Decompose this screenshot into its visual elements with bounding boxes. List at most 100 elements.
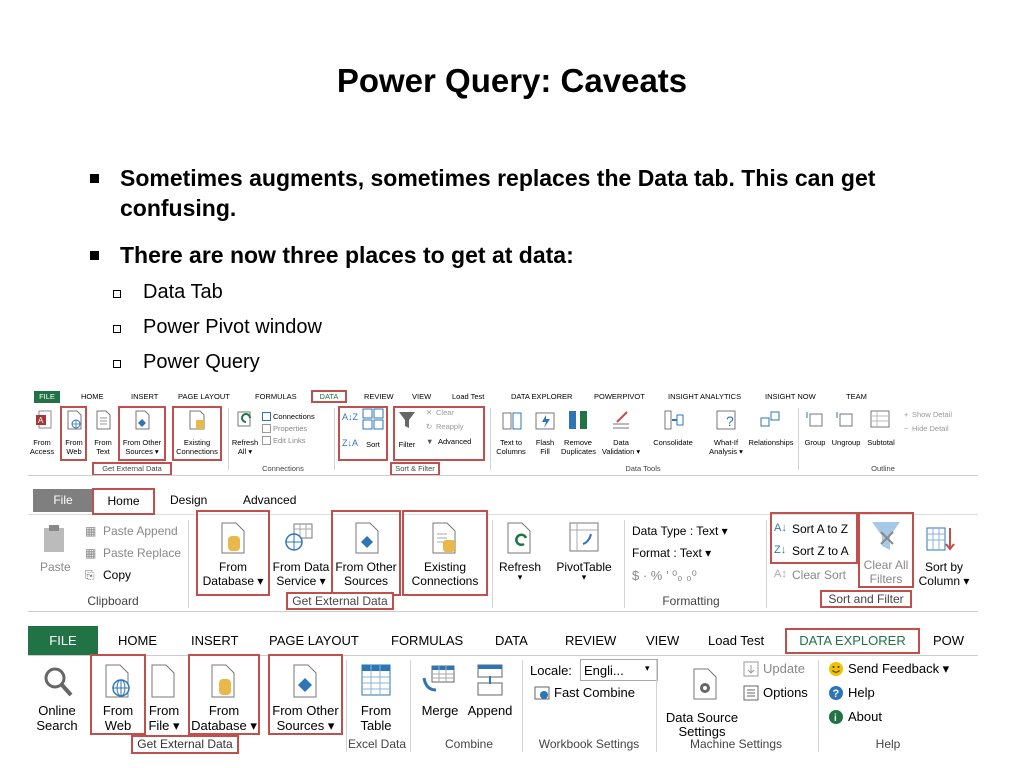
from-other-sources-label-2[interactable]: Sources: [343, 574, 389, 588]
show-detail-button[interactable]: Show Detail: [912, 410, 953, 419]
flash-fill-label-1[interactable]: Flash: [535, 438, 555, 447]
filter-button[interactable]: Filter: [398, 440, 416, 449]
tab-data[interactable]: DATA: [495, 633, 528, 648]
tab-page-layout[interactable]: PAGE LAYOUT: [178, 392, 230, 401]
tab-data[interactable]: DATA: [311, 390, 347, 403]
tab-file[interactable]: FILE: [34, 391, 60, 403]
from-file-label-2[interactable]: File ▾: [148, 718, 180, 733]
tab-load-test[interactable]: Load Test: [452, 392, 485, 401]
from-database-label-1[interactable]: From: [219, 560, 247, 574]
sort-za-icon[interactable]: Z↓A: [342, 438, 359, 448]
tab-view[interactable]: VIEW: [412, 392, 432, 401]
from-table-label-2[interactable]: Table: [360, 718, 392, 733]
hide-detail-button[interactable]: Hide Detail: [912, 424, 949, 433]
from-web-label-1[interactable]: From: [65, 438, 83, 447]
relationships-button[interactable]: Relationships: [748, 438, 794, 447]
tab-design[interactable]: Design: [170, 493, 208, 507]
from-access-label-2[interactable]: Access: [29, 447, 55, 456]
from-table-label-1[interactable]: From: [360, 703, 392, 718]
sort-by-column-label-1[interactable]: Sort by: [924, 560, 963, 574]
tab-review[interactable]: REVIEW: [364, 392, 394, 401]
ungroup-button[interactable]: Ungroup: [831, 438, 861, 447]
tab-view[interactable]: VIEW: [646, 633, 680, 648]
sort-az-icon[interactable]: A↓Z: [342, 412, 359, 422]
from-other-sources-label-1[interactable]: From Other: [272, 703, 339, 718]
properties-button[interactable]: Properties: [273, 424, 308, 433]
from-file-label-1[interactable]: From: [148, 703, 180, 718]
tab-load-test[interactable]: Load Test: [708, 633, 765, 648]
clear-button[interactable]: Clear: [436, 408, 454, 417]
tab-review[interactable]: REVIEW: [565, 633, 617, 648]
fast-combine-button[interactable]: Fast Combine: [554, 685, 635, 700]
what-if-analysis-label-2[interactable]: Analysis ▾: [709, 447, 743, 456]
group-button[interactable]: Group: [804, 438, 826, 447]
paste-button[interactable]: Paste: [40, 560, 71, 574]
tab-file[interactable]: File: [33, 489, 93, 512]
reapply-button[interactable]: Reapply: [436, 422, 464, 431]
text-to-columns-label-1[interactable]: Text to: [499, 438, 523, 447]
existing-connections-label-2[interactable]: Connections: [411, 574, 479, 588]
update-button[interactable]: Update: [763, 661, 805, 676]
data-source-settings-label-2[interactable]: Settings: [678, 724, 726, 739]
refresh-label[interactable]: Refresh: [498, 560, 542, 574]
number-format-buttons[interactable]: $ · % ’ ⁰₀ ₀⁰: [632, 568, 697, 583]
from-text-label-1[interactable]: From: [94, 438, 112, 447]
subtotal-button[interactable]: Subtotal: [867, 438, 895, 447]
options-button[interactable]: Options: [763, 685, 808, 700]
flash-fill-label-2[interactable]: Fill: [540, 447, 550, 456]
from-access-label-1[interactable]: From: [33, 438, 51, 447]
tab-insight-now[interactable]: INSIGHT NOW: [765, 392, 816, 401]
merge-button[interactable]: Merge: [421, 703, 459, 718]
from-database-label-1[interactable]: From: [208, 703, 240, 718]
sort-by-column-label-2[interactable]: Column ▾: [918, 574, 970, 588]
locale-select[interactable]: Engli... ▾: [580, 659, 658, 681]
tab-data-explorer[interactable]: DATA EXPLORER: [511, 392, 573, 401]
online-search-label-1[interactable]: Online: [38, 703, 76, 718]
tab-file[interactable]: FILE: [28, 626, 98, 656]
clear-sort-button[interactable]: Clear Sort: [792, 568, 847, 582]
consolidate-button[interactable]: Consolidate: [653, 438, 693, 447]
text-to-columns-label-2[interactable]: Columns: [496, 447, 526, 456]
from-other-sources-label-2[interactable]: Sources ▾: [125, 447, 159, 456]
tab-insert[interactable]: INSERT: [131, 392, 159, 401]
pivottable-dropdown[interactable]: ▾: [581, 572, 587, 582]
online-search-label-2[interactable]: Search: [36, 718, 78, 733]
existing-connections-label-2[interactable]: Connections: [176, 447, 218, 456]
from-web-label-1[interactable]: From: [102, 703, 134, 718]
clear-all-filters-label-1[interactable]: Clear All: [863, 558, 909, 572]
tab-data-explorer[interactable]: DATA EXPLORER: [785, 628, 920, 654]
clear-all-filters-label-2[interactable]: Filters: [869, 572, 903, 586]
from-other-sources-label-1[interactable]: From Other: [335, 560, 397, 574]
from-web-label-2[interactable]: Web: [66, 447, 82, 456]
format-dropdown[interactable]: Format : Text ▾: [632, 546, 712, 560]
connections-button[interactable]: Connections: [273, 412, 315, 421]
send-feedback-button[interactable]: Send Feedback ▾: [848, 661, 950, 676]
refresh-all-label-2[interactable]: All ▾: [237, 447, 253, 456]
tab-page-layout[interactable]: PAGE LAYOUT: [269, 633, 359, 648]
refresh-dropdown[interactable]: ▾: [517, 572, 523, 582]
from-text-label-2[interactable]: Text: [96, 447, 110, 456]
remove-duplicates-label-2[interactable]: Duplicates: [561, 447, 597, 456]
existing-connections-label-1[interactable]: Existing: [183, 438, 211, 447]
refresh-all-label-1[interactable]: Refresh: [231, 438, 259, 447]
tab-pow[interactable]: POW: [933, 633, 965, 648]
sort-button[interactable]: Sort: [366, 440, 380, 449]
remove-duplicates-label-1[interactable]: Remove: [564, 438, 592, 447]
advanced-button[interactable]: Advanced: [438, 437, 472, 446]
data-validation-label-1[interactable]: Data: [613, 438, 629, 447]
tab-home[interactable]: HOME: [118, 633, 157, 648]
sort-z-to-a-button[interactable]: Sort Z to A: [792, 544, 849, 558]
existing-connections-label-1[interactable]: Existing: [423, 560, 467, 574]
from-data-service-label-1[interactable]: From Data: [272, 560, 330, 574]
from-web-label-2[interactable]: Web: [104, 718, 132, 733]
from-other-sources-label-1[interactable]: From Other: [122, 438, 162, 447]
tab-advanced[interactable]: Advanced: [243, 493, 297, 507]
from-other-sources-label-2[interactable]: Sources ▾: [276, 718, 335, 733]
tab-team[interactable]: TEAM: [846, 392, 867, 401]
tab-insert[interactable]: INSERT: [191, 633, 239, 648]
from-database-label-2[interactable]: Database ▾: [202, 574, 264, 588]
paste-append-button[interactable]: Paste Append: [103, 524, 178, 538]
what-if-analysis-label-1[interactable]: What-If: [713, 438, 739, 447]
tab-home[interactable]: HOME: [81, 392, 104, 401]
help-button[interactable]: Help: [848, 685, 875, 700]
